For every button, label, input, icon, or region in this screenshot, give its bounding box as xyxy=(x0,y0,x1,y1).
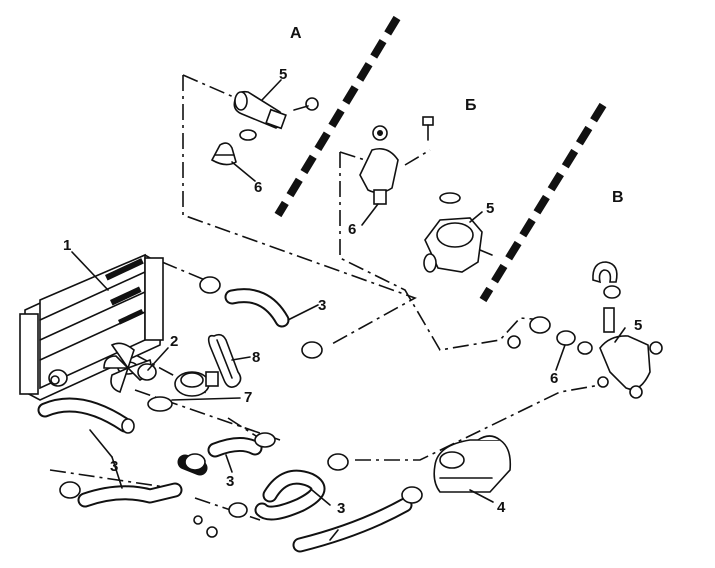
bolts xyxy=(50,375,218,538)
callout-2: 2 xyxy=(170,333,178,350)
expansion-tank xyxy=(433,435,512,493)
thermostat xyxy=(147,371,219,412)
callout-4: 4 xyxy=(497,499,506,516)
radiator xyxy=(19,253,164,401)
hoses xyxy=(37,288,413,553)
detail-b-parts xyxy=(359,116,493,273)
callout-3-top: 3 xyxy=(318,297,326,314)
section-label-b: Б xyxy=(465,97,477,114)
callout-5-c: 5 xyxy=(634,317,642,334)
callout-3-bottom: 3 xyxy=(337,500,345,517)
callout-1: 1 xyxy=(63,237,71,254)
hose-clamps xyxy=(48,276,621,518)
callout-6-a: 6 xyxy=(254,179,262,196)
callout-3-mid: 3 xyxy=(226,473,234,490)
callout-6-c: 6 xyxy=(550,370,558,387)
callout-3-left: 3 xyxy=(110,458,118,475)
section-label-c: В xyxy=(612,189,624,206)
section-label-a: А xyxy=(290,25,302,42)
detail-a-parts xyxy=(210,90,319,166)
callout-5-a: 5 xyxy=(279,66,287,83)
break-markers xyxy=(274,15,607,303)
drive-belt xyxy=(207,333,242,388)
detail-c-parts xyxy=(507,261,663,399)
callout-7: 7 xyxy=(244,389,252,406)
callout-8: 8 xyxy=(252,349,260,366)
callout-5-b: 5 xyxy=(486,200,494,217)
callout-6-b: 6 xyxy=(348,221,356,238)
leader-lines xyxy=(71,79,626,541)
fan xyxy=(103,342,157,394)
